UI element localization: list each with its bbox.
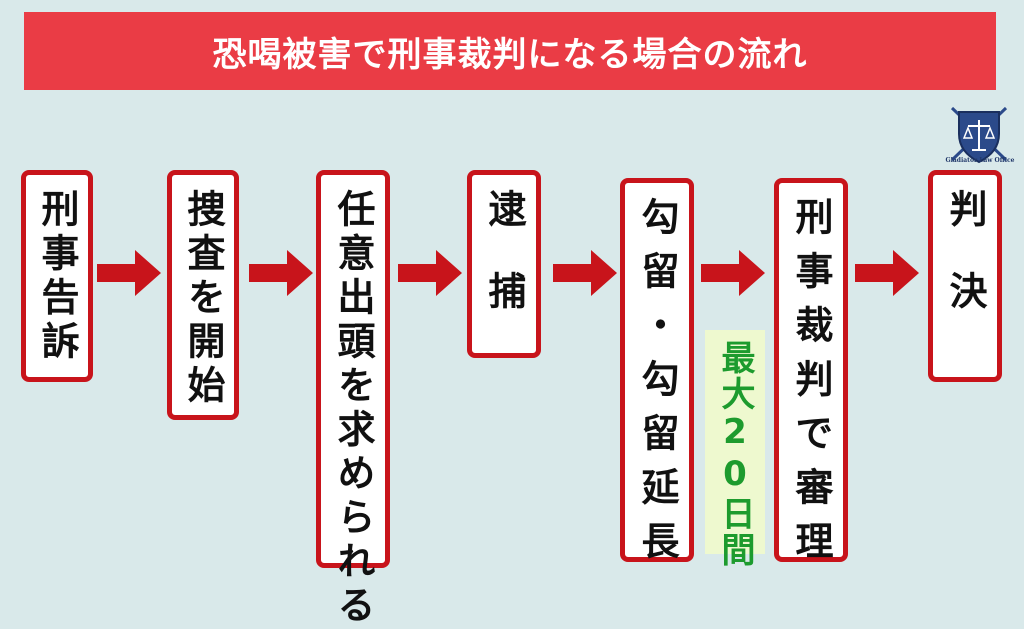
shield-icon: [950, 106, 1008, 164]
logo-text: Gladiator Law Office: [945, 157, 1015, 164]
arrow-icon: [553, 250, 617, 296]
step-investigation-start: 捜査を開始: [167, 170, 239, 420]
title-banner: 恐喝被害で刑事裁判になる場合の流れ: [24, 12, 996, 90]
step-criminal-complaint: 刑事告訴: [21, 170, 93, 382]
step-label: 刑事裁判で審理: [789, 197, 833, 575]
step-label: 判決: [943, 189, 987, 353]
arrow-icon: [855, 250, 919, 296]
step-arrest: 逮捕: [467, 170, 541, 358]
step-verdict: 判決: [928, 170, 1002, 382]
step-voluntary-appearance: 任意出頭を求められる: [316, 170, 390, 629]
step-label: 任意出頭を求められる: [331, 189, 375, 629]
step-label: 捜査を開始: [181, 189, 225, 409]
arrow-icon: [701, 250, 765, 296]
arrow-icon: [249, 250, 313, 296]
arrow-icon: [97, 250, 161, 296]
page-title: 恐喝被害で刑事裁判になる場合の流れ: [212, 34, 808, 75]
step-criminal-trial: 刑事裁判で審理: [774, 178, 848, 575]
note-label: 最大20日間: [715, 340, 755, 568]
step-label: 刑事告訴: [35, 189, 79, 365]
arrow-icon: [398, 250, 462, 296]
max-20-days-note: 最大20日間: [705, 330, 765, 568]
step-detention: 勾留・勾留延長: [620, 178, 694, 575]
step-label: 逮捕: [482, 189, 526, 353]
step-label: 勾留・勾留延長: [635, 197, 679, 575]
